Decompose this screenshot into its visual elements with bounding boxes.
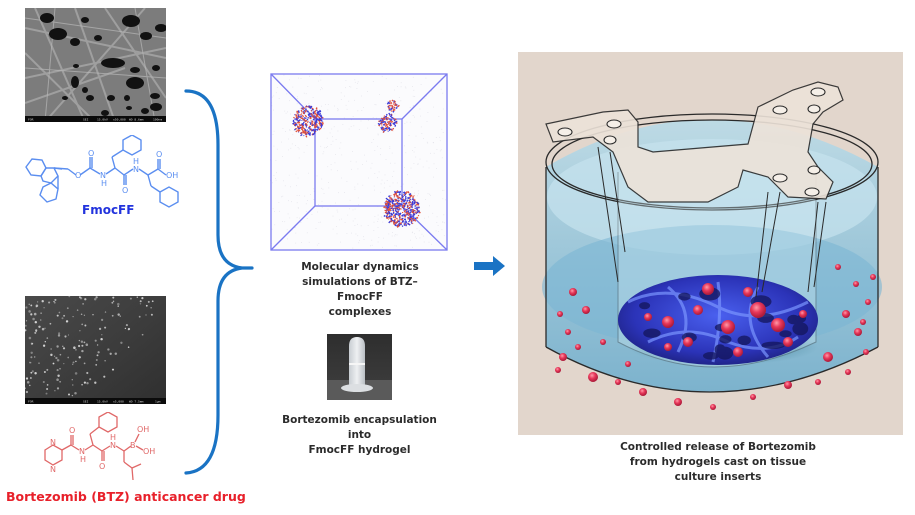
right-arrow-icon: [474, 256, 505, 276]
vial-caption: Bortezomib encapsulation into FmocFF hyd…: [282, 414, 437, 456]
drug-particle: [565, 329, 571, 335]
svg-text:SEI: SEI: [83, 400, 89, 404]
svg-text:N: N: [133, 165, 139, 174]
svg-text:O: O: [122, 186, 128, 195]
drug-particle: [783, 337, 793, 347]
svg-text:OH: OH: [143, 447, 155, 456]
hydrogel-vial-photo: [327, 334, 392, 400]
drug-particle: [559, 353, 567, 361]
drug-particle: [750, 394, 756, 400]
svg-text:FOR: FOR: [28, 400, 34, 404]
bortezomib-chemical-structure: N N O N H O N H B OH OH: [44, 412, 155, 481]
svg-text:x5,000: x5,000: [113, 400, 124, 404]
svg-text:N: N: [50, 438, 56, 447]
bortezomib-label: Bortezomib (BTZ) anticancer drug: [6, 489, 246, 504]
svg-text:H: H: [101, 179, 107, 188]
drug-particle: [575, 344, 581, 350]
svg-text:O: O: [88, 149, 94, 158]
svg-text:SEI: SEI: [83, 118, 89, 122]
svg-text:O: O: [99, 462, 105, 471]
drug-particle: [823, 352, 833, 362]
drug-particle: [639, 388, 647, 396]
svg-text:1µm: 1µm: [155, 400, 161, 404]
drug-particle: [588, 372, 598, 382]
svg-text:x50,000: x50,000: [113, 118, 126, 122]
svg-text:OH: OH: [137, 425, 149, 434]
drug-particle: [853, 281, 859, 287]
drug-particle: [683, 337, 693, 347]
drug-particle: [557, 311, 563, 317]
drug-particle: [693, 305, 703, 315]
md-cluster-center: [377, 112, 398, 133]
drug-particle: [569, 288, 577, 296]
md-simulation-caption: Molecular dynamics simulations of BTZ–Fm…: [301, 261, 419, 318]
svg-text:N: N: [100, 171, 106, 180]
drug-particle: [664, 343, 672, 351]
drug-particle: [835, 264, 841, 270]
svg-text:H: H: [110, 433, 116, 442]
md-cluster-top-left: [292, 105, 324, 138]
md-cluster-small-top: [386, 99, 400, 113]
drug-particle: [865, 299, 871, 305]
drug-particle: [854, 328, 862, 336]
svg-text:H: H: [80, 455, 86, 464]
sem-image-btz-hydrogel: FOR SEI 15.0kV x5,000 WD 7.5mm 1µm: [25, 296, 166, 404]
svg-text:H: H: [133, 157, 139, 166]
drug-particle: [842, 310, 850, 318]
drug-particle: [870, 274, 876, 280]
svg-text:O: O: [75, 171, 81, 180]
svg-text:B: B: [130, 441, 136, 450]
drug-particle: [582, 306, 590, 314]
drug-particle: [799, 310, 807, 318]
drug-particle: [644, 313, 652, 321]
svg-text:O: O: [69, 426, 75, 435]
drug-particle: [784, 381, 792, 389]
drug-particle: [815, 379, 821, 385]
md-simulation-box: [270, 73, 448, 251]
drug-particle: [860, 319, 866, 325]
svg-text:15.0kV: 15.0kV: [97, 118, 108, 122]
drug-particle: [743, 287, 753, 297]
drug-particle: [702, 283, 714, 295]
fmocff-chemical-structure: O O N H O N H O OH: [25, 135, 179, 208]
drug-particle: [750, 302, 766, 318]
drug-particle: [625, 361, 631, 367]
svg-text:100nm: 100nm: [153, 118, 162, 122]
svg-text:FOR: FOR: [28, 118, 34, 122]
svg-text:N: N: [50, 465, 56, 474]
tissue-culture-insert-illustration: [518, 52, 903, 435]
drug-particle: [721, 320, 735, 334]
drug-particle: [555, 367, 561, 373]
controlled-release-caption: Controlled release of Bortezomib from hy…: [620, 441, 816, 483]
drug-particle: [845, 369, 851, 375]
svg-text:WD 8.6mm: WD 8.6mm: [129, 118, 144, 122]
sem-image-fmocff-fibers: FOR SEI 15.0kV x50,000 WD 8.6mm 100nm: [25, 8, 166, 122]
drug-particle: [733, 347, 743, 357]
svg-text:OH: OH: [166, 171, 178, 180]
drug-particle: [662, 316, 674, 328]
md-cluster-bottom-right: [383, 190, 421, 228]
curly-brace-icon: [184, 89, 254, 475]
drug-particle: [674, 398, 682, 406]
svg-text:N: N: [79, 447, 85, 456]
drug-particle: [600, 339, 606, 345]
fmocff-label: FmocFF: [82, 203, 135, 217]
drug-particle: [615, 379, 621, 385]
drug-particle: [710, 404, 716, 410]
svg-text:WD 7.5mm: WD 7.5mm: [129, 400, 144, 404]
svg-text:15.0kV: 15.0kV: [97, 400, 108, 404]
svg-text:O: O: [156, 150, 162, 159]
svg-text:N: N: [110, 441, 116, 450]
drug-particle: [863, 349, 869, 355]
drug-particle: [771, 318, 785, 332]
